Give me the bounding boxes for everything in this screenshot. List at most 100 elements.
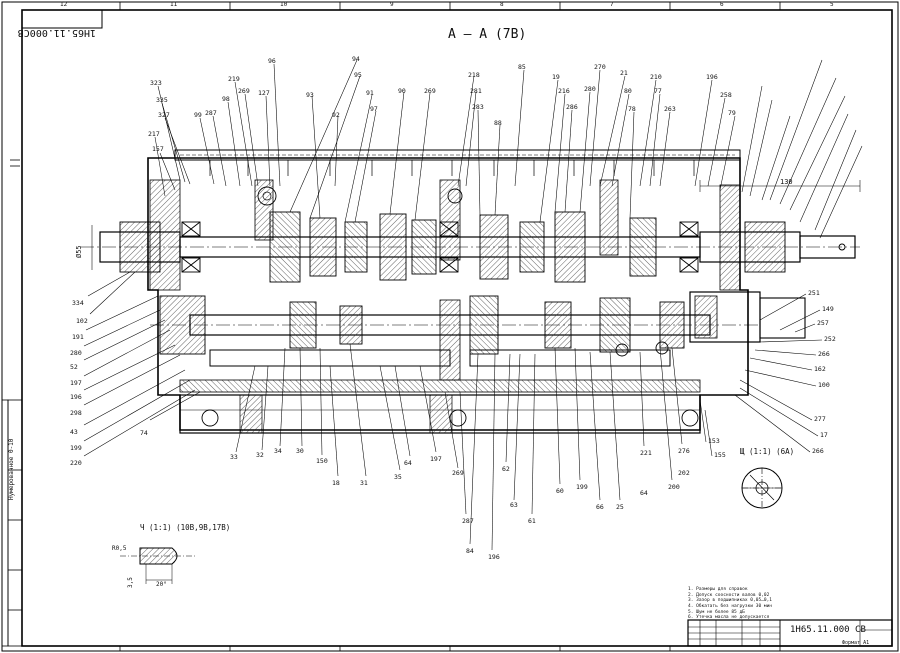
callout-bottom-20: 25 [616, 503, 624, 511]
callout-top-6: 287 [205, 109, 217, 117]
leader-lines [154, 59, 863, 239]
left-side-strip [1, 159, 23, 647]
callout-bottom-21: 221 [640, 449, 652, 457]
callout-top-10: 127 [258, 89, 270, 97]
stamp-code-box [21, 9, 103, 29]
detail-ch-angle: 20° [156, 581, 167, 588]
detail-ch-view [120, 547, 195, 584]
section-title: А – А (7В) [448, 27, 527, 42]
technical-notes: 1. Размеры для справок 2. Допуск сооснос… [688, 587, 888, 621]
grid-number-1: 12 [60, 1, 68, 8]
callout-bottom-0: 33 [230, 453, 238, 461]
callout-left-10: 220 [70, 459, 82, 467]
callout-left-2: 191 [72, 333, 84, 341]
callout-top-9: 269 [238, 87, 250, 95]
callout-bottom-5: 18 [332, 479, 340, 487]
callout-right-6: 100 [818, 381, 830, 389]
callout-top-2: 327 [158, 111, 170, 119]
callout-top-17: 97 [370, 105, 378, 113]
callout-bottom-4: 150 [316, 457, 328, 465]
dim-shaft-right: 130 [780, 178, 793, 186]
callout-bottom-15: 63 [510, 501, 518, 509]
note-5: 5. Шум не более 85 дБ [688, 609, 745, 615]
note-6: 6. Утечка масла не допускается [688, 615, 770, 621]
side-strip-text: Нумерованное 0-10 [8, 438, 15, 500]
callout-bottom-8: 64 [404, 459, 412, 467]
callout-left-11: 74 [140, 429, 148, 437]
callout-bottom-16: 61 [528, 517, 536, 525]
callout-right-11: 155 [714, 451, 726, 459]
grid-number-4: 9 [390, 1, 394, 8]
grid-number-5: 8 [500, 1, 504, 8]
callout-top-5: 99 [194, 111, 202, 119]
note-2: 2. Допуск соосности валов 0,02 [688, 592, 770, 598]
callout-right-2: 257 [817, 319, 829, 327]
leader-lines-left [83, 271, 201, 457]
format-label: Формат А1 [842, 640, 870, 646]
callout-top-25: 19 [552, 73, 560, 81]
callout-left-1: 102 [76, 317, 88, 325]
callout-top-7: 98 [222, 95, 230, 103]
detail-ch-radius: R0,5 [112, 545, 127, 552]
callout-left-4: 52 [70, 363, 78, 371]
note-1: 1. Размеры для справок [688, 587, 748, 592]
detail-sh-title: Щ (1:1) (6А) [740, 447, 795, 456]
dim-shaft-left: Ø55 [75, 245, 83, 258]
callout-top-11: 96 [268, 57, 276, 65]
callout-bottom-11: 287 [462, 517, 474, 525]
callout-top-24: 85 [518, 63, 526, 71]
grid-number-8: 5 [830, 1, 834, 8]
callout-top-29: 270 [594, 63, 606, 71]
callout-bottom-7: 35 [394, 473, 402, 481]
callout-top-27: 286 [566, 103, 578, 111]
callout-top-12: 94 [352, 55, 360, 63]
gearbox-assembly [80, 149, 860, 434]
callout-bottom-13: 196 [488, 553, 500, 561]
title-block-code: 1Н65.11.000 СВ [790, 625, 866, 635]
note-3: 3. Зазор в подшипниках 0,05…0,1 [688, 598, 772, 604]
callout-top-28: 280 [584, 85, 596, 93]
callout-top-38: 79 [728, 109, 736, 117]
callout-bottom-9: 197 [430, 455, 442, 463]
callout-left-6: 196 [70, 393, 82, 401]
callout-top-15: 92 [332, 111, 340, 119]
callout-top-0: 323 [150, 79, 162, 87]
callout-bottom-14: 62 [502, 465, 510, 473]
callout-top-35: 263 [664, 105, 676, 113]
callout-top-16: 91 [366, 89, 374, 97]
callout-top-13: 95 [354, 71, 362, 79]
detail-ch-title: Ч (1:1) (10В,9В,17В) [140, 523, 231, 532]
callout-top-31: 80 [624, 87, 632, 95]
callout-top-23: 88 [494, 119, 502, 127]
callout-bottom-24: 64 [640, 489, 648, 497]
dimension-lines [91, 180, 861, 270]
callout-left-0: 334 [72, 299, 84, 307]
callout-top-33: 210 [650, 73, 662, 81]
callout-left-5: 197 [70, 379, 82, 387]
callout-left-9: 199 [70, 444, 82, 452]
grid-number-2: 11 [170, 1, 178, 8]
callout-left-7: 298 [70, 409, 82, 417]
callout-right-1: 149 [822, 305, 834, 313]
callout-top-26: 216 [558, 87, 570, 95]
grid-number-3: 10 [280, 1, 288, 8]
grid-number-7: 6 [720, 1, 724, 8]
callout-bottom-1: 32 [256, 451, 264, 459]
callout-right-7: 277 [814, 415, 826, 423]
callout-bottom-10: 269 [452, 469, 464, 477]
callout-bottom-2: 34 [274, 447, 282, 455]
stamp-code: 1Н65.11.000СВ [17, 27, 96, 38]
callout-top-21: 281 [470, 87, 482, 95]
detail-sh-view [741, 467, 783, 509]
note-4: 4. Обкатать без нагрузки 30 мин [688, 604, 772, 610]
leader-lines-bottom [235, 343, 683, 551]
callout-top-8: 219 [228, 75, 240, 83]
callout-top-34: 77 [654, 87, 662, 95]
title-block [687, 619, 893, 647]
leader-lines-right [699, 293, 823, 457]
sheet-inner-frame [21, 9, 893, 647]
callout-bottom-25: 202 [678, 469, 690, 477]
callout-top-20: 218 [468, 71, 480, 79]
detail-ch-width: 3,5 [127, 577, 134, 588]
callout-left-3: 280 [70, 349, 82, 357]
